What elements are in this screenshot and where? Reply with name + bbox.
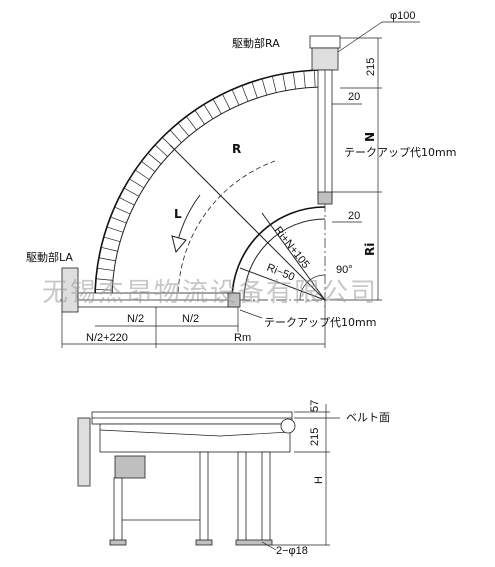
belt-slat — [282, 73, 287, 91]
takeup-bottom-block — [227, 292, 241, 308]
side-leg-left — [113, 477, 123, 543]
side-foot-right — [235, 539, 273, 546]
belt-slat — [95, 278, 113, 281]
phi100-label: φ100 — [390, 10, 416, 22]
belt-slat — [203, 104, 214, 120]
side-drive-motor — [77, 417, 91, 487]
side-pulley-right — [280, 418, 296, 434]
belt-slat — [194, 110, 205, 125]
belt-slat — [303, 70, 306, 88]
belt-slat — [129, 178, 145, 189]
rm-label: Rm — [234, 332, 251, 344]
dim-57-label: 57 — [309, 400, 321, 412]
drive-ra-box — [309, 35, 341, 49]
side-frame-taper — [99, 429, 291, 437]
n2-220-label: N/2+220 — [86, 332, 128, 344]
belt-slats — [95, 70, 316, 291]
takeup-bottom-label: テークアップ代10mm — [264, 316, 376, 329]
radius-line-ri-n — [169, 144, 326, 301]
r-label: R — [232, 142, 241, 156]
belt-face-label: ベルト面 — [346, 411, 390, 424]
dim-215-side-label: 215 — [309, 428, 321, 446]
belt-slat — [222, 93, 231, 110]
belt-slat — [314, 70, 316, 88]
belt-slat — [241, 85, 249, 102]
drive-la-motor — [61, 267, 79, 313]
side-view — [77, 404, 340, 551]
ri-n-105-label: Ri+N+105 — [272, 224, 312, 270]
belt-slat — [212, 98, 222, 115]
labels: 駆動部RA 駆動部LA φ100 215 20 N テークアップ代10mm 20… — [26, 10, 456, 557]
radius-line-ri-n-105 — [261, 212, 326, 301]
takeup-right-label: テークアップ代10mm — [344, 146, 456, 159]
drive-ra-motor — [311, 47, 339, 71]
belt-slat — [272, 76, 277, 93]
phi18-leader — [261, 541, 277, 551]
side-frame — [99, 423, 291, 453]
phi18-label: 2−φ18 — [276, 545, 308, 557]
belt-slat — [101, 247, 118, 252]
belt-slat — [292, 72, 296, 90]
belt-slat — [95, 289, 113, 291]
dim-20a-label: 20 — [348, 91, 360, 103]
side-gearbox — [114, 455, 146, 479]
flow-arrow-head — [171, 235, 187, 254]
n2b-label: N/2 — [182, 313, 199, 325]
dim-ri-label: Ri — [363, 243, 377, 256]
takeup-bottom-leader — [239, 309, 263, 319]
belt-slat — [114, 206, 131, 215]
belt-slat — [118, 197, 135, 206]
side-leg-right-b — [261, 451, 271, 543]
belt-slat — [154, 144, 168, 157]
belt-slat — [261, 78, 268, 96]
belt-slat — [147, 152, 162, 165]
belt-slat — [110, 216, 127, 224]
flow-arrow — [177, 194, 201, 241]
belt-slat — [186, 116, 197, 131]
belt-slat — [103, 236, 121, 243]
angle-label: 90° — [336, 264, 353, 276]
dim-20b-label: 20 — [348, 210, 360, 222]
drive-la-label: 駆動部LA — [26, 250, 73, 264]
belt-slat — [251, 81, 258, 99]
belt-slat — [177, 122, 190, 137]
belt-slat — [97, 267, 115, 271]
plan-view — [60, 21, 420, 348]
dim-h-label: H — [313, 476, 325, 484]
belt-slat — [231, 89, 240, 106]
phi-leader — [337, 21, 383, 53]
belt-slat — [169, 129, 182, 143]
drive-ra-label: 駆動部RA — [232, 36, 280, 50]
belt-slat — [106, 226, 124, 233]
belt-slat — [141, 161, 156, 172]
angle-arc — [299, 274, 326, 301]
takeup-right-block — [317, 191, 333, 205]
belt-slat — [98, 257, 116, 262]
radius-line-ri-50 — [239, 267, 326, 301]
side-foot-mid — [195, 539, 213, 546]
belt-slat — [123, 187, 140, 197]
r-dashed-arc — [177, 160, 276, 301]
side-leg-right-a — [237, 451, 247, 543]
l-label: L — [174, 207, 182, 221]
dim-215-top-label: 215 — [365, 58, 377, 76]
watermark: 无锡杰昂物流设备有限公司 — [42, 278, 378, 308]
dim-n-label: N — [363, 132, 377, 142]
n2a-label: N/2 — [127, 313, 144, 325]
belt-slat — [135, 169, 150, 180]
side-leg-mid — [199, 451, 209, 543]
side-foot-left — [109, 539, 127, 546]
